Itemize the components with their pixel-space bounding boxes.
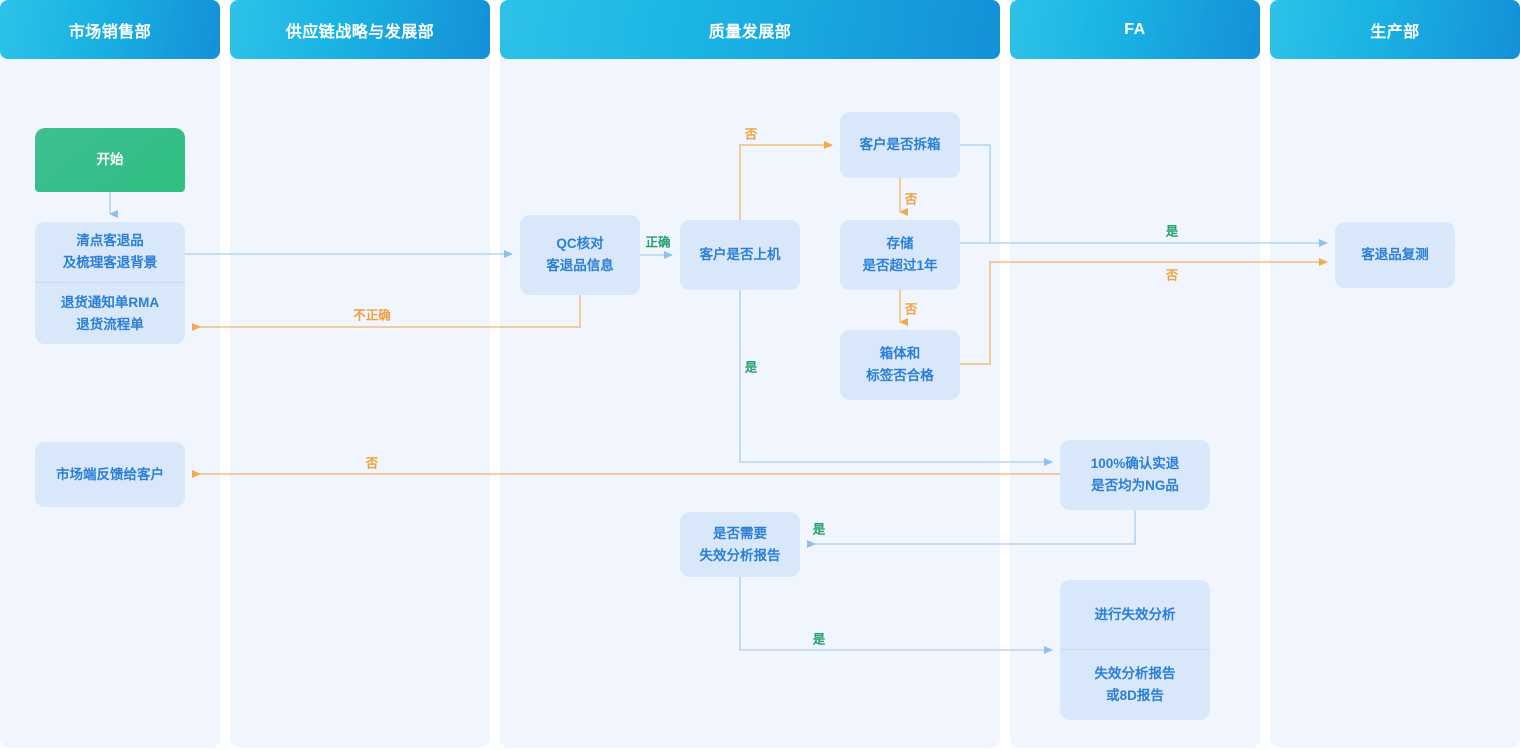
node-rma-label: 退货通知单RMA 退货流程单 bbox=[60, 294, 160, 332]
node-box-label-qualified[interactable]: 箱体和 标签否合格 bbox=[840, 330, 960, 400]
swimlane-header-supplychain: 供应链战略与发展部 bbox=[230, 0, 490, 59]
swimlane-header-sales: 市场销售部 bbox=[0, 0, 220, 59]
node-fa-analysis-cell-bottom: 失效分析报告 或8D报告 bbox=[1060, 650, 1210, 720]
node-retest-label: 客退品复测 bbox=[1361, 247, 1429, 263]
swimlane-production: 生产部 bbox=[1270, 0, 1520, 748]
edge-label-run-yes: 是 bbox=[744, 360, 758, 375]
node-fa-report-label: 失效分析报告 或8D报告 bbox=[1094, 666, 1176, 703]
node-confirm-ng-label: 100%确认实退 是否均为NG品 bbox=[1090, 456, 1180, 493]
node-fa-analysis-cell-top: 进行失效分析 bbox=[1060, 580, 1210, 650]
node-count-items-cell-bottom: 退货通知单RMA 退货流程单 bbox=[35, 283, 185, 344]
node-count-items-label: 清点客退品 及梳理客退背景 bbox=[62, 233, 158, 270]
edge-label-retest-no: 否 bbox=[1165, 268, 1179, 283]
edge-label-storage-no: 否 bbox=[904, 302, 918, 317]
swimlane-header-fa: FA bbox=[1010, 0, 1260, 59]
node-market-feedback-label: 市场端反馈给客户 bbox=[56, 466, 164, 482]
swimlane-supplychain-body bbox=[230, 64, 490, 748]
node-storage-over-1year-label: 存储 是否超过1年 bbox=[862, 236, 938, 273]
edge-label-incorrect: 不正确 bbox=[353, 308, 391, 323]
node-customer-run-label: 客户是否上机 bbox=[699, 247, 781, 263]
node-do-fa-label: 进行失效分析 bbox=[1094, 606, 1176, 622]
node-confirm-ng[interactable]: 100%确认实退 是否均为NG品 bbox=[1060, 440, 1210, 510]
node-customer-unboxed[interactable]: 客户是否拆箱 bbox=[840, 112, 960, 178]
node-count-items[interactable]: 清点客退品 及梳理客退背景 退货通知单RMA 退货流程单 bbox=[35, 222, 185, 344]
edge-label-run-no: 否 bbox=[744, 127, 758, 142]
node-start-label: 开始 bbox=[96, 152, 124, 168]
node-fa-analysis[interactable]: 进行失效分析 失效分析报告 或8D报告 bbox=[1060, 580, 1210, 720]
edge-label-need-yes: 是 bbox=[812, 522, 826, 537]
edge-label-correct: 正确 bbox=[645, 235, 671, 250]
edge-label-ng-no: 否 bbox=[365, 456, 379, 471]
node-retest[interactable]: 客退品复测 bbox=[1335, 222, 1455, 288]
node-customer-unboxed-label: 客户是否拆箱 bbox=[859, 137, 941, 153]
node-box-label-qualified-label: 箱体和 标签否合格 bbox=[866, 346, 934, 383]
node-need-fa-report-label: 是否需要 失效分析报告 bbox=[699, 525, 781, 563]
node-qc-check[interactable]: QC核对 客退品信息 bbox=[520, 215, 640, 295]
edge-label-do-fa-yes: 是 bbox=[812, 632, 826, 647]
swimlane-production-body bbox=[1270, 64, 1520, 748]
node-qc-check-label: QC核对 客退品信息 bbox=[546, 236, 614, 273]
swimlane-supplychain: 供应链战略与发展部 bbox=[230, 0, 490, 748]
swimlane-header-production: 生产部 bbox=[1270, 0, 1520, 59]
node-storage-over-1year[interactable]: 存储 是否超过1年 bbox=[840, 220, 960, 290]
swimlane-header-quality: 质量发展部 bbox=[500, 0, 1000, 59]
node-count-items-cell-top: 清点客退品 及梳理客退背景 bbox=[35, 222, 185, 283]
node-need-fa-report[interactable]: 是否需要 失效分析报告 bbox=[680, 512, 800, 577]
node-market-feedback[interactable]: 市场端反馈给客户 bbox=[35, 442, 185, 507]
node-start[interactable]: 开始 bbox=[35, 128, 185, 192]
edge-label-retest-yes: 是 bbox=[1165, 224, 1179, 239]
swimlane-sales: 市场销售部 bbox=[0, 0, 220, 748]
node-customer-run[interactable]: 客户是否上机 bbox=[680, 220, 800, 290]
edge-label-unbox-no: 否 bbox=[904, 192, 918, 207]
